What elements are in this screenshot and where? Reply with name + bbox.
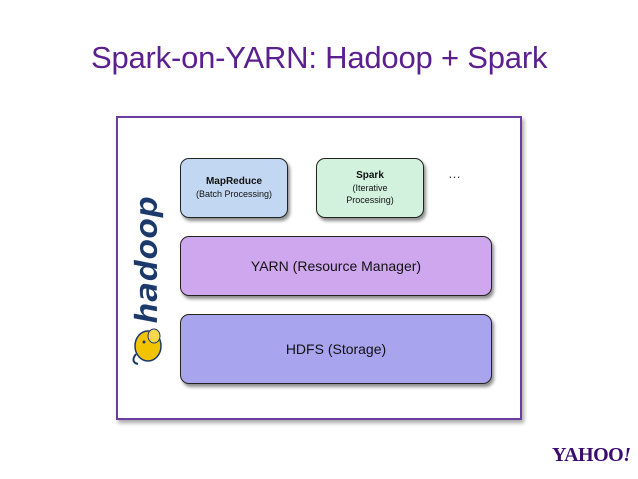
spark-subtitle-line1: (Iterative	[352, 183, 388, 193]
mapreduce-title: MapReduce	[205, 176, 263, 187]
hdfs-box: HDFS (Storage)	[180, 314, 492, 384]
more-frameworks-ellipsis: …	[448, 166, 461, 181]
yahoo-logo-icon: YAHOO!	[552, 444, 631, 467]
yahoo-brand-mark: !	[623, 444, 631, 466]
spark-title: Spark	[356, 170, 384, 181]
mapreduce-subtitle: (Batch Processing)	[195, 189, 273, 199]
spark-subtitle-line2: Processing)	[346, 195, 394, 205]
hadoop-logo-icon: hadoop	[129, 196, 164, 365]
yarn-box: YARN (Resource Manager)	[180, 236, 492, 296]
hadoop-elephant-icon	[132, 328, 162, 365]
mapreduce-box: MapReduce (Batch Processing)	[180, 158, 288, 218]
yahoo-brand-text: YAHOO	[552, 444, 624, 466]
hadoop-wordmark: hadoop	[129, 196, 164, 324]
page-title: Spark-on-YARN: Hadoop + Spark	[91, 40, 548, 75]
yarn-label: YARN (Resource Manager)	[250, 258, 422, 274]
hdfs-label: HDFS (Storage)	[285, 341, 387, 357]
spark-box: Spark (Iterative Processing)	[316, 158, 424, 218]
